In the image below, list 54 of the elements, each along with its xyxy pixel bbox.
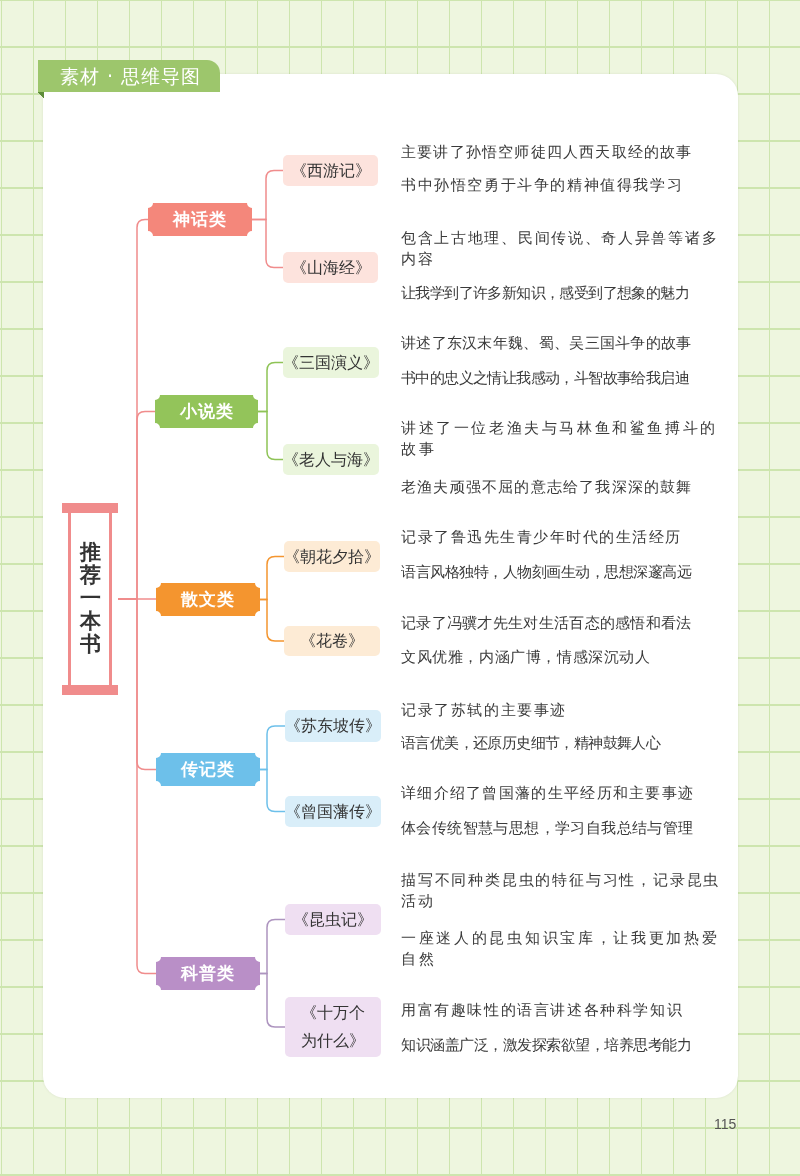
- book-summary-text: 详细介绍了曾国藩的生平经历和主要事迹: [401, 782, 695, 804]
- book-title: 《三国演义》: [283, 352, 379, 374]
- book-summary-text: 讲述了东汉末年魏、蜀、吴三国斗争的故事: [401, 332, 692, 354]
- book-title: 《山海经》: [290, 257, 371, 279]
- book-title-tag: [284, 626, 380, 656]
- book-summary-text: 记录了苏轼的主要事迹: [401, 699, 567, 721]
- connector-line: [257, 410, 284, 461]
- connector-line: [259, 768, 286, 813]
- connector-line: [259, 972, 286, 1028]
- reading-note-text: 老渔夫顽强不屈的意志给了我深深的鼓舞: [401, 476, 693, 498]
- category-badge: [156, 583, 260, 616]
- book-title-tag: [285, 997, 381, 1057]
- title-tab: 素材 · 思维导图: [38, 60, 220, 99]
- category-badge: [148, 203, 252, 236]
- reading-note-text: 让我学到了许多新知识，感受到了想象的魅力: [401, 282, 689, 304]
- category-badge: [155, 395, 258, 428]
- book-title-tag: [283, 252, 378, 283]
- reading-note-text: 书中孙悟空勇于斗争的精神值得我学习: [401, 174, 684, 196]
- connector-line: [259, 598, 285, 642]
- reading-note-text: 知识涵盖广泛，激发探索欲望，培养思考能力: [401, 1034, 691, 1056]
- book-title: 《花卷》: [300, 631, 364, 652]
- category-badge: [156, 957, 260, 990]
- reading-note-text: 一座迷人的昆虫知识宝库，让我更加热爱自然: [401, 927, 721, 970]
- book-title-tag: [283, 155, 378, 186]
- category-label: 神话类: [173, 208, 227, 231]
- category-badge: [156, 753, 260, 786]
- book-title-tag: [285, 904, 381, 935]
- reading-note-text: 体会传统智慧与思想，学习自我总结与管理: [401, 817, 694, 839]
- book-title: 《朝花夕拾》: [284, 546, 380, 568]
- book-title: 《昆虫记》: [293, 909, 373, 931]
- reading-note-text: 语言风格独特，人物刻画生动，思想深邃高远: [401, 561, 691, 583]
- book-summary-text: 包含上古地理、民间传说、奇人异兽等诸多内容: [401, 227, 720, 270]
- category-label: 散文类: [181, 588, 235, 611]
- book-summary-text: 描写不同种类昆虫的特征与习性，记录昆虫活动: [401, 869, 722, 912]
- book-title: 《老人与海》: [283, 449, 379, 471]
- category-label: 传记类: [181, 758, 235, 781]
- book-summary-text: 讲述了一位老渔夫与马林鱼和鲨鱼搏斗的故事: [401, 417, 719, 460]
- book-summary-text: 记录了冯骥才先生对生活百态的感悟和看法: [401, 612, 692, 634]
- book-title: 《曾国藩传》: [285, 801, 381, 823]
- book-summary-text: 主要讲了孙悟空师徒四人西天取经的故事: [401, 141, 693, 163]
- book-summary-text: 用富有趣味性的语言讲述各种科学知识: [401, 999, 684, 1021]
- reading-note-text: 语言优美，还原历史细节，精神鼓舞人心: [401, 732, 661, 754]
- book-title: 《苏东坡传》: [285, 716, 381, 737]
- root-topic-label: 推荐一本书: [79, 541, 101, 657]
- book-title: 《十万个为什么》: [300, 1003, 366, 1052]
- book-title-tag: [285, 710, 381, 742]
- reading-note-text: 文风优雅，内涵广博，情感深沉动人: [401, 646, 651, 668]
- book-title: 《西游记》: [290, 160, 371, 182]
- book-summary-text: 记录了鲁迅先生青少年时代的生活经历: [401, 526, 682, 548]
- page-number: 115: [714, 1116, 737, 1132]
- reading-note-text: 书中的忠义之情让我感动，斗智故事给我启迪: [401, 367, 689, 389]
- category-label: 科普类: [181, 962, 235, 985]
- connector-line: [251, 218, 284, 269]
- category-label: 小说类: [179, 400, 234, 423]
